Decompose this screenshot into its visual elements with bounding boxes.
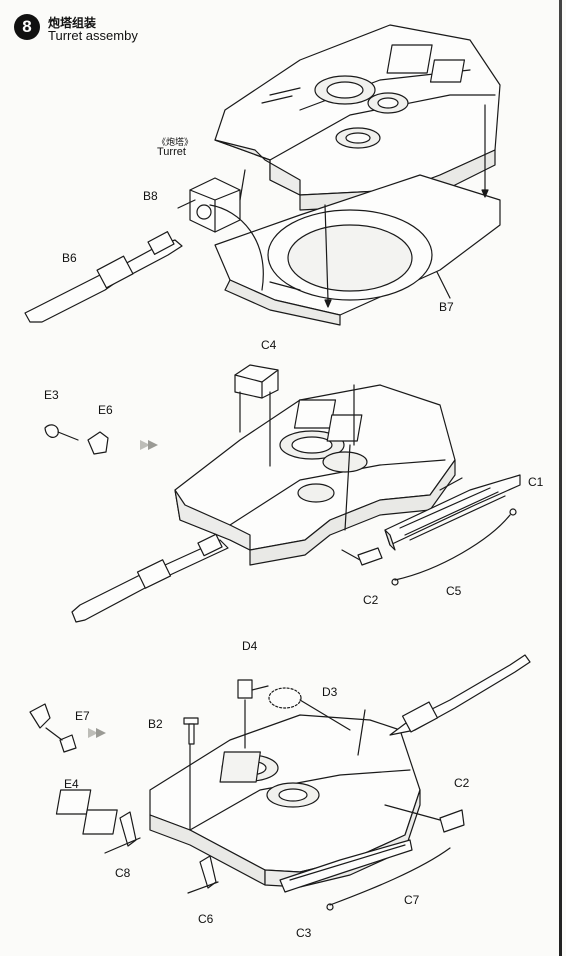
antenna-part-b2 (183, 717, 199, 745)
stowage-box-part-c4 (234, 364, 279, 399)
part-label-c2-stage-2: C2 (363, 593, 379, 607)
step-number-badge: 8 (14, 14, 40, 40)
part-label-e6: E6 (98, 403, 113, 417)
part-label-b8: B8 (143, 189, 158, 203)
stage-1-turret-assembly (24, 24, 501, 326)
mantlet-part-b8 (177, 177, 241, 233)
barrel-stage-2 (71, 533, 229, 623)
stage-3-arrows (88, 699, 441, 831)
turret-ring-part-b7 (214, 174, 501, 326)
basket-part-c1 (384, 474, 521, 551)
bracket-part-c6 (187, 855, 219, 894)
part-label-c3: C3 (296, 926, 312, 940)
bracket-part-c2-stage-2 (357, 547, 383, 566)
part-label-e4: E4 (64, 777, 79, 791)
part-label-b6: B6 (62, 251, 77, 265)
part-label-e7: E7 (75, 709, 90, 723)
basket-part-c3 (279, 839, 413, 893)
part-label-b7: B7 (439, 300, 454, 314)
part-label-d3: D3 (322, 685, 338, 699)
part-label-b2: B2 (148, 717, 163, 731)
turret-body-stage-3 (55, 714, 421, 888)
part-label-d4: D4 (242, 639, 258, 653)
barrel-stage-3 (389, 654, 531, 736)
periscope-part-d3 (268, 687, 302, 709)
rail-part-c7 (326, 847, 451, 911)
part-label-c5: C5 (446, 584, 462, 598)
turret-label-en: Turret (157, 146, 186, 158)
part-label-c1: C1 (528, 475, 544, 489)
part-label-c7: C7 (404, 893, 420, 907)
stage-2-arrows (140, 384, 463, 561)
sight-part-d4 (237, 679, 269, 699)
step-title-cn: 炮塔组装 (48, 16, 97, 30)
page-edge-shadow (559, 0, 562, 956)
bracket-part-c8 (104, 811, 141, 854)
rail-part-c5 (391, 508, 517, 586)
part-label-e3: E3 (44, 388, 59, 402)
barrel-part-b6 (24, 231, 183, 323)
stage-2-turret-assembly (44, 364, 521, 623)
bracket-part-c2-stage-3 (439, 809, 465, 833)
turret-label-cn: 《炮塔》 (157, 138, 194, 148)
turret-body-stage-2 (174, 384, 456, 566)
part-label-c4: C4 (261, 338, 277, 352)
part-label-c2-stage-3: C2 (454, 776, 470, 790)
part-label-c6: C6 (198, 912, 214, 926)
light-parts-e7-e4 (29, 703, 77, 753)
stage-3-turret-assembly (29, 654, 531, 911)
step-title-en: Turret assemby (48, 28, 138, 43)
upper-turret-part (214, 24, 501, 211)
stage-1-arrows (209, 104, 489, 308)
light-parts-e3-e6 (44, 424, 109, 455)
part-label-c8: C8 (115, 866, 131, 880)
